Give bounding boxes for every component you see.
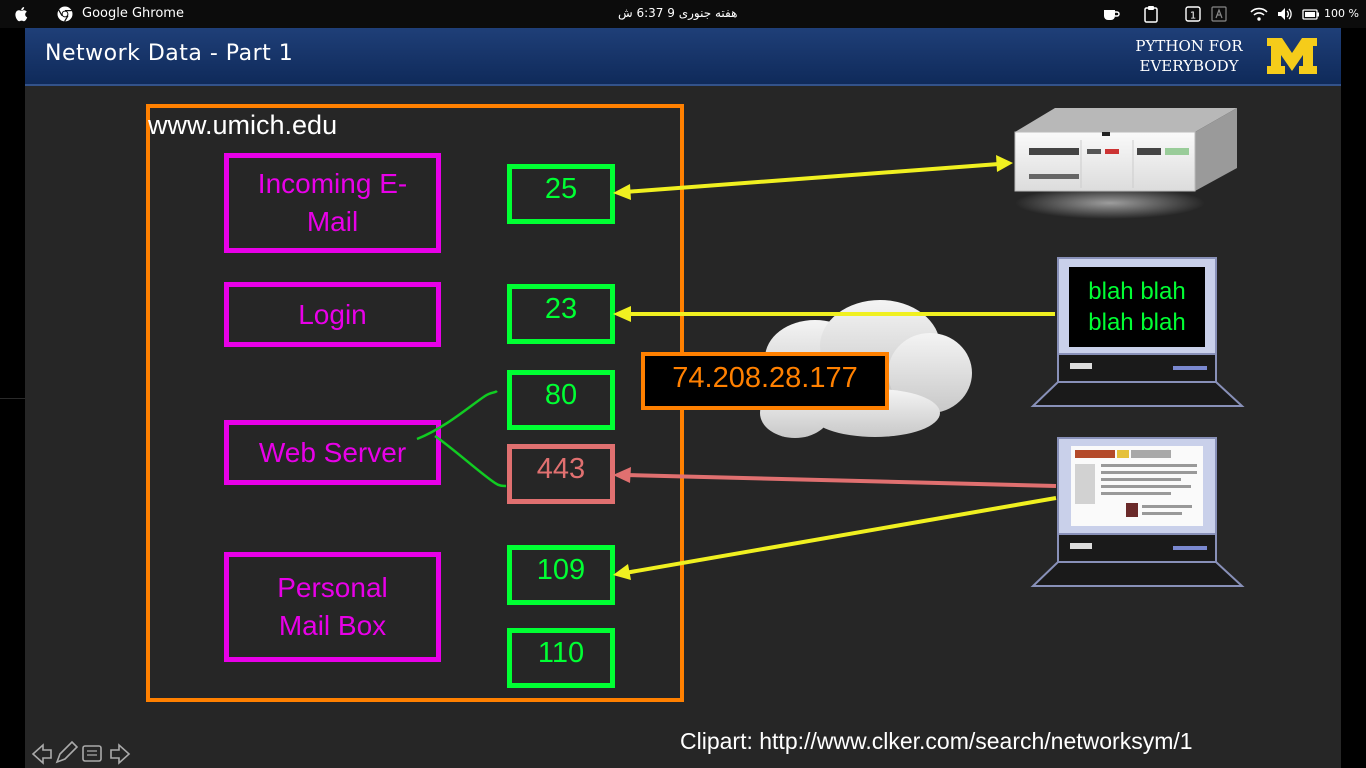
notes-icon bbox=[82, 745, 102, 762]
michigan-m-logo bbox=[1267, 38, 1317, 74]
brand-line-1: PYTHON FOR bbox=[1135, 37, 1243, 55]
host-name: www.umich.edu bbox=[148, 110, 338, 140]
volume-icon[interactable] bbox=[1276, 5, 1294, 23]
keyboard-icon[interactable] bbox=[1211, 5, 1227, 23]
slide-title: Network Data - Part 1 bbox=[45, 41, 294, 66]
port-25: 25 bbox=[507, 164, 615, 224]
port-23: 23 bbox=[507, 284, 615, 344]
personal-mailbox-label: Personal Mail Box bbox=[277, 572, 388, 641]
presentation-slide: Network Data - Part 1 PYTHON FOR EVERYBO… bbox=[25, 28, 1341, 768]
personal-mailbox-service: Personal Mail Box bbox=[224, 552, 441, 662]
incoming-email-service: Incoming E-Mail bbox=[224, 153, 441, 253]
apple-icon[interactable] bbox=[14, 5, 30, 23]
port-80: 80 bbox=[507, 370, 615, 430]
terminal-line-2: blah blah bbox=[1088, 309, 1186, 336]
workspace-indicator-icon[interactable]: 1 bbox=[1185, 5, 1201, 23]
port-110: 110 bbox=[507, 628, 615, 688]
presenter-controls bbox=[31, 740, 131, 765]
workspace-number: 1 bbox=[1190, 11, 1196, 22]
login-service: Login bbox=[224, 282, 441, 347]
wifi-icon[interactable] bbox=[1250, 5, 1268, 23]
terminal-line-1: blah blah bbox=[1088, 278, 1186, 305]
left-margin bbox=[0, 28, 25, 768]
menu-bar: Google Ghrome هفته جنوری 9 6:37 ش 1 100 … bbox=[0, 0, 1366, 28]
clipart-credit: Clipart: http://www.clker.com/search/net… bbox=[680, 728, 1193, 754]
clipboard-icon[interactable] bbox=[1143, 5, 1159, 23]
chrome-icon[interactable] bbox=[57, 6, 73, 22]
terminal-screen-text: blah blah blah blah bbox=[1069, 276, 1205, 338]
forward-icon bbox=[110, 743, 131, 765]
login-label: Login bbox=[298, 298, 367, 330]
web-server-service: Web Server bbox=[224, 420, 441, 485]
incoming-email-label: Incoming E-Mail bbox=[257, 168, 408, 237]
battery-icon[interactable] bbox=[1302, 5, 1320, 23]
active-app-name[interactable]: Google Ghrome bbox=[82, 6, 184, 21]
pen-icon bbox=[55, 740, 79, 764]
brand-line-2: EVERYBODY bbox=[1139, 57, 1239, 75]
web-server-label: Web Server bbox=[258, 436, 407, 468]
course-brand: PYTHON FOR EVERYBODY bbox=[1123, 36, 1255, 76]
mail-server-device bbox=[1014, 108, 1237, 219]
cup-icon[interactable] bbox=[1102, 5, 1120, 23]
port-443: 443 bbox=[507, 444, 615, 504]
ip-address: 74.208.28.177 bbox=[641, 352, 889, 410]
port-109: 109 bbox=[507, 545, 615, 605]
battery-percentage: 100 % bbox=[1324, 7, 1359, 20]
back-icon bbox=[31, 743, 52, 765]
slide-header: Network Data - Part 1 PYTHON FOR EVERYBO… bbox=[25, 28, 1341, 86]
clock[interactable]: هفته جنوری 9 6:37 ش bbox=[618, 6, 738, 20]
browser-laptop bbox=[1030, 437, 1245, 587]
